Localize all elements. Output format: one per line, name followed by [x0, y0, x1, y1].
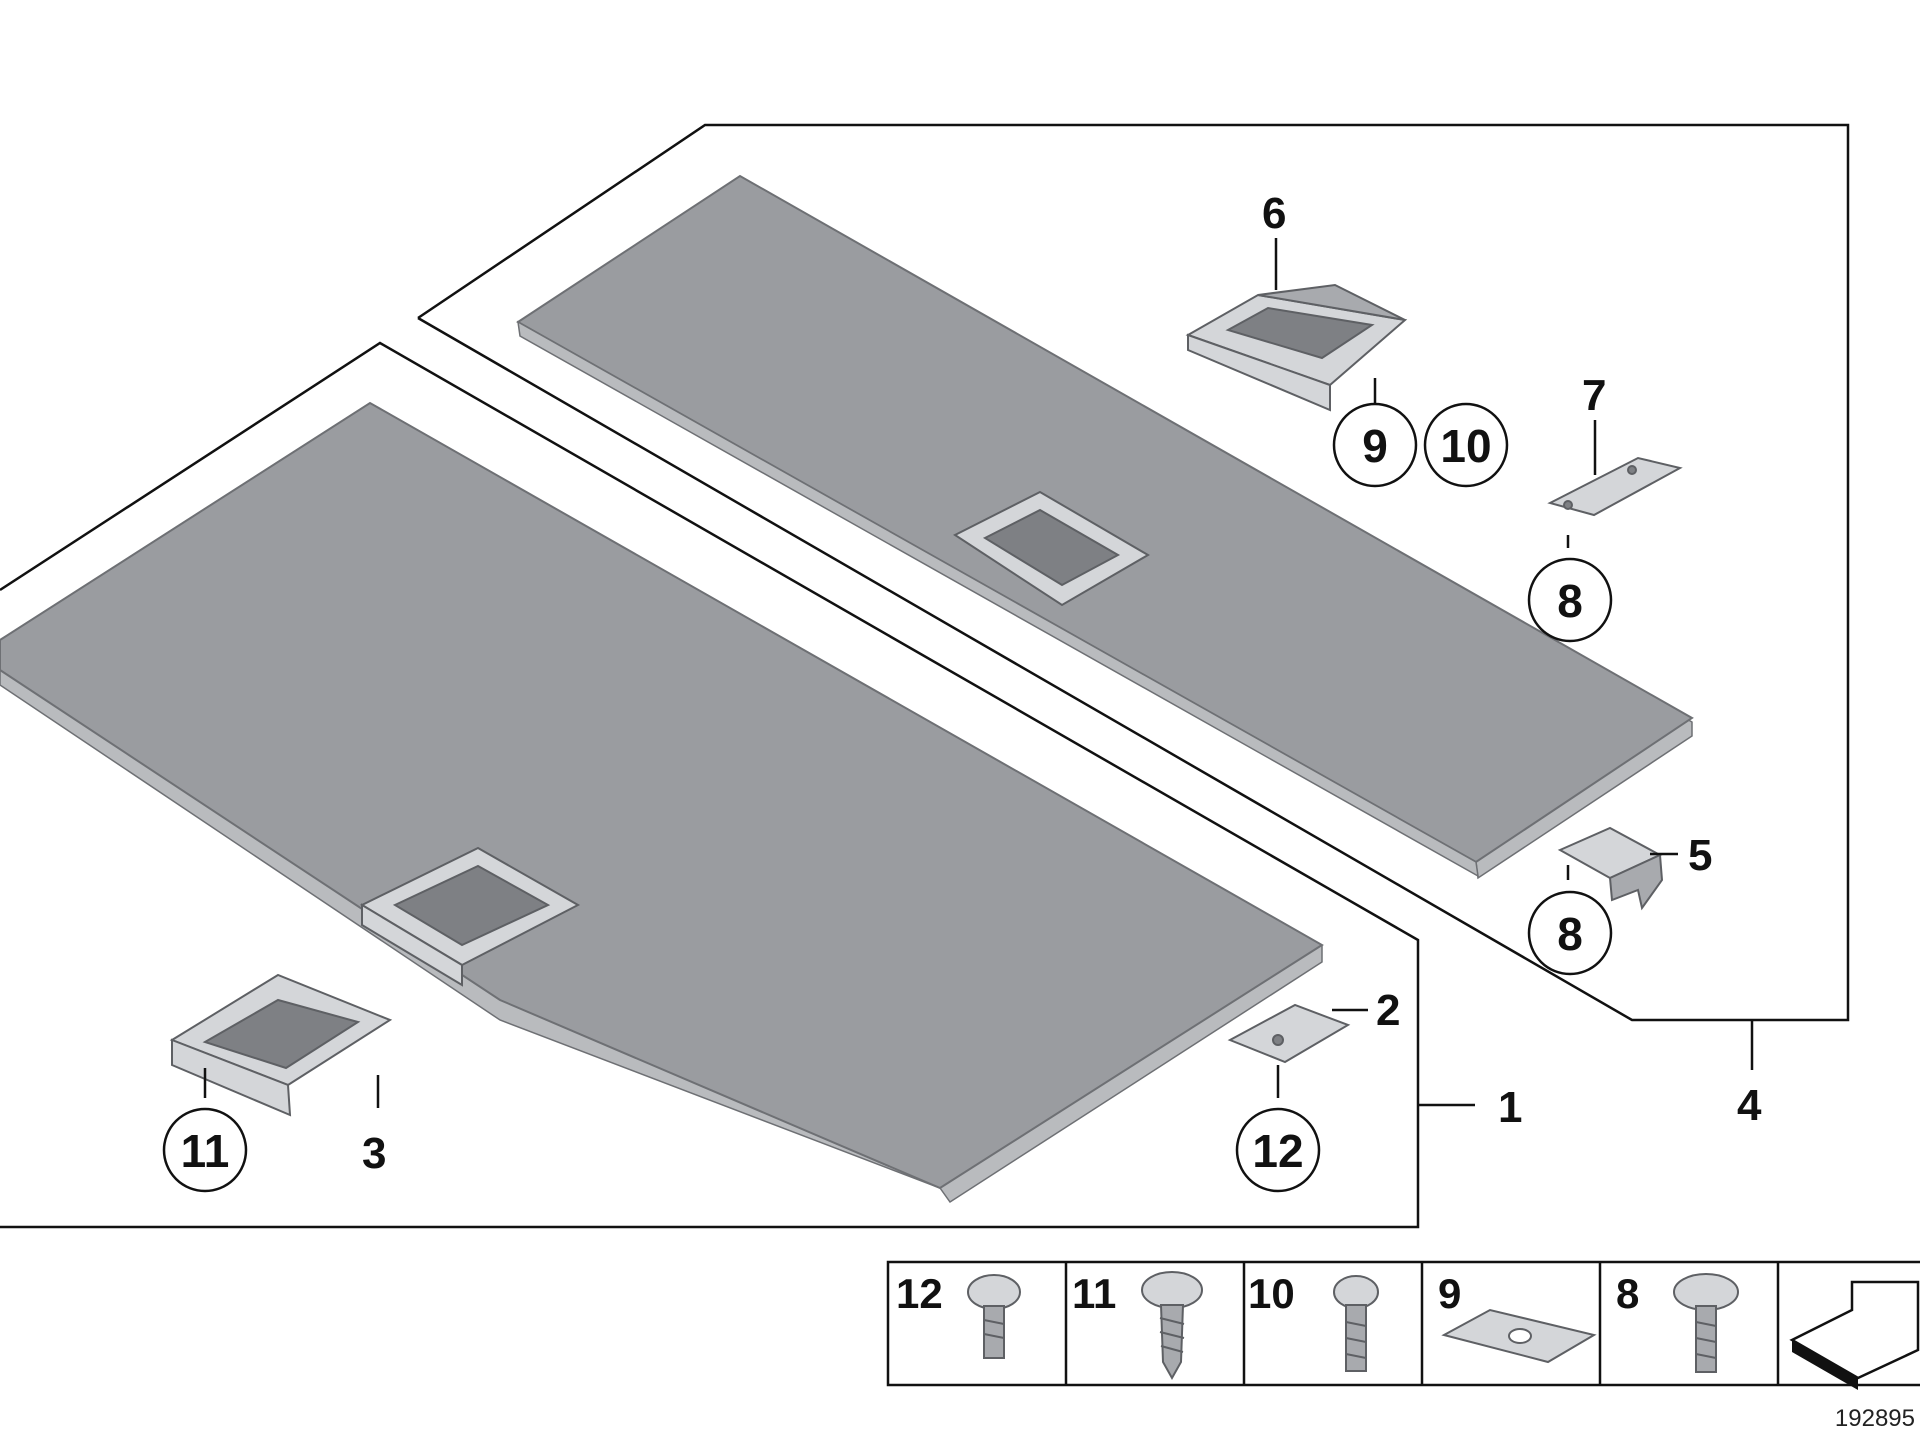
lower-board [0, 401, 1324, 1204]
callout-2: 2 [1376, 986, 1400, 1035]
legend-number-11: 11 [1072, 1270, 1116, 1317]
fastener-legend: 12 11 10 9 [886, 1260, 1920, 1390]
callout-3: 3 [362, 1129, 386, 1178]
callout-8a-circle [1527, 557, 1613, 643]
square-washer-icon [1441, 1308, 1597, 1364]
callout-8b: 8 [1557, 908, 1583, 960]
upper-board [516, 174, 1694, 880]
callout-9-circle [1332, 402, 1418, 488]
arrow-symbol-icon [1789, 1280, 1920, 1390]
bolt-icon [1333, 1275, 1379, 1372]
collar-screw-icon [1673, 1273, 1739, 1373]
callout-11-circle [162, 1107, 248, 1193]
part-7-bracket [1547, 456, 1683, 517]
callout-12: 12 [1252, 1125, 1303, 1177]
part-2-clip [1227, 1003, 1351, 1064]
callout-8a: 8 [1557, 575, 1583, 627]
lower-board-handle [359, 846, 581, 987]
reference-number: 192895 [1835, 1405, 1915, 1432]
legend-number-12: 12 [896, 1270, 943, 1317]
upper-board-handle [953, 490, 1150, 607]
legend-number-8: 8 [1616, 1270, 1639, 1317]
callout-12-circle [1235, 1107, 1321, 1193]
short-bolt-icon [967, 1274, 1021, 1359]
callout-6: 6 [1262, 189, 1286, 238]
callout-10: 10 [1440, 420, 1491, 472]
callout-4: 4 [1737, 1081, 1762, 1130]
part-5-bracket [1557, 826, 1664, 911]
legend-number-10: 10 [1248, 1270, 1295, 1317]
callout-11: 11 [181, 1125, 230, 1177]
callout-7: 7 [1582, 371, 1606, 420]
frame-line-group-4 [417, 123, 1850, 1022]
callout-5: 5 [1688, 831, 1712, 880]
leader-lines [203, 238, 1754, 1108]
callout-8b-circle [1527, 890, 1613, 976]
callout-10-circle [1423, 402, 1509, 488]
callout-9: 9 [1362, 420, 1388, 472]
self-tapping-screw-icon [1141, 1271, 1203, 1381]
legend-number-9: 9 [1438, 1270, 1461, 1317]
callout-1: 1 [1498, 1083, 1522, 1132]
part-6-handle-cover [1185, 283, 1408, 412]
frame-line-group-1 [0, 341, 1420, 1229]
part-3-handle [169, 973, 393, 1117]
